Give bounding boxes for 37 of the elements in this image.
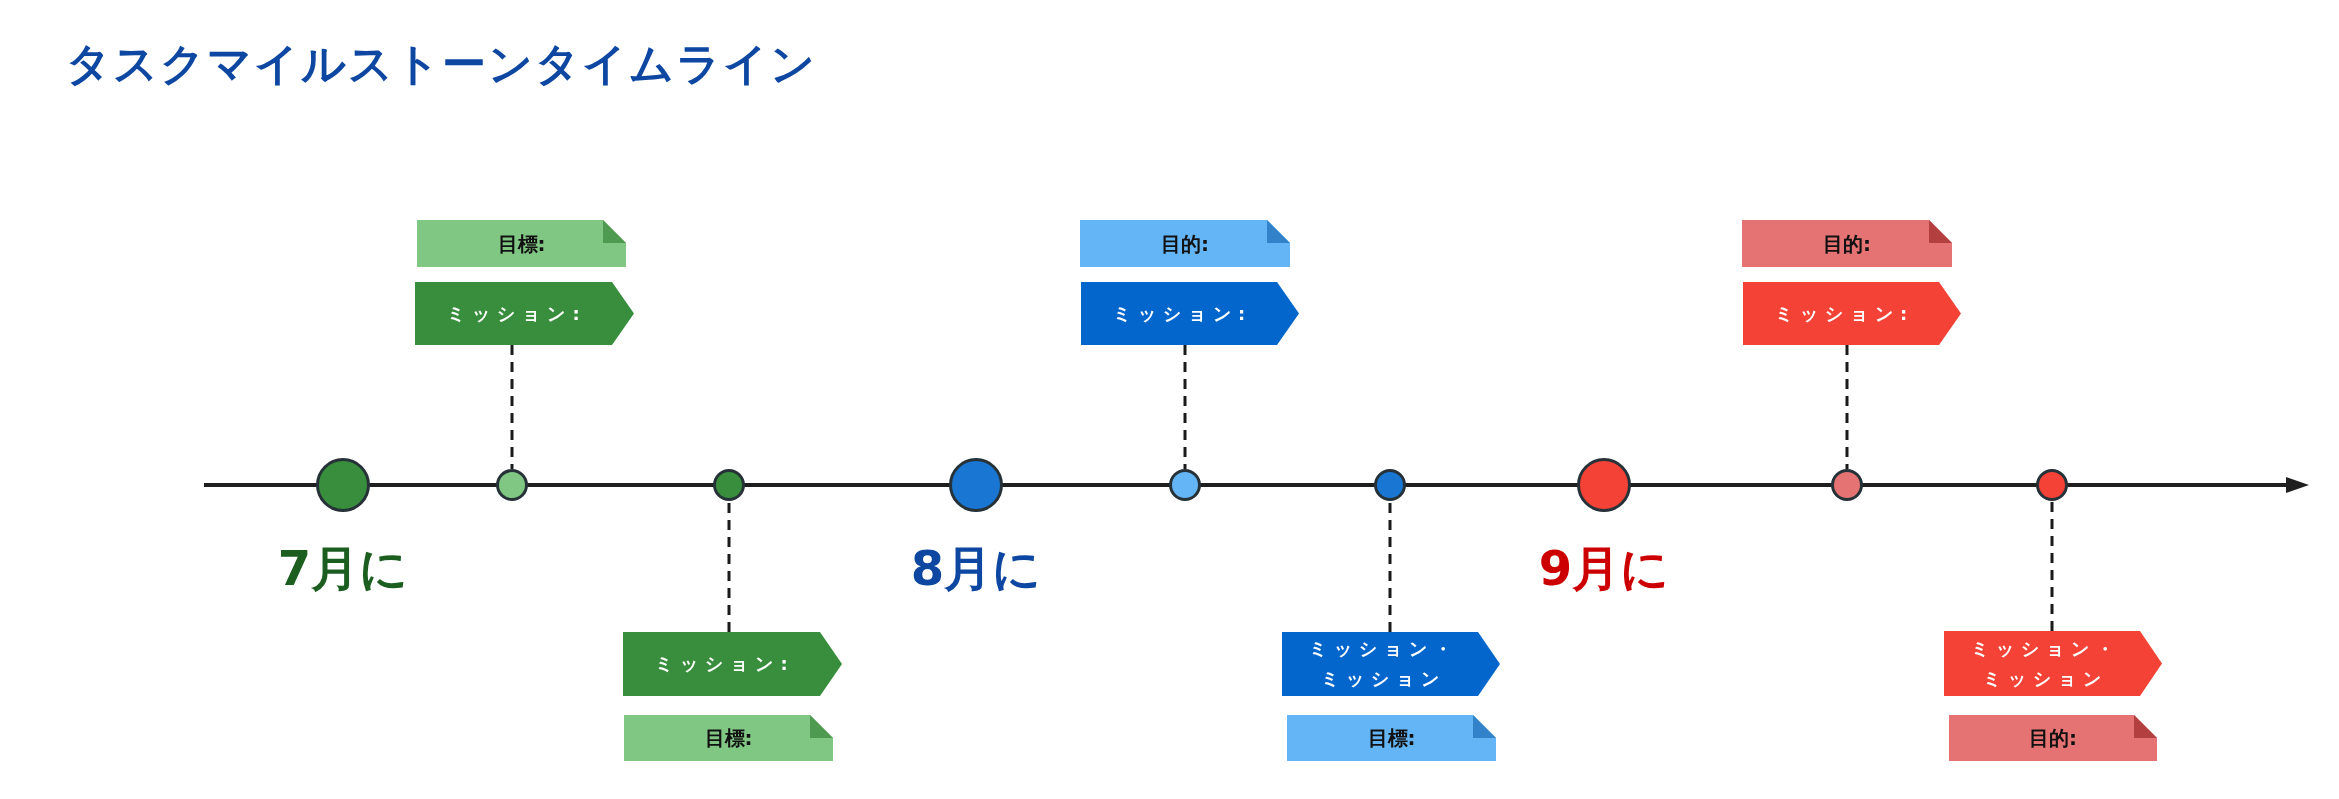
note-label: 目的: [1823, 233, 1871, 254]
folded-note [1287, 715, 1496, 761]
month-label: 7月に [277, 544, 409, 592]
mission-label: ミッション: [1774, 301, 1915, 326]
dashed-connector [2050, 501, 2054, 631]
note-label: 目的: [2029, 728, 2077, 748]
month-label: 9月に [1538, 544, 1670, 592]
month-marker [1577, 458, 1631, 512]
mission-tag [1081, 282, 1299, 345]
folded-note [417, 220, 626, 267]
folded-note [1949, 715, 2157, 761]
dashed-connector [1388, 501, 1392, 632]
note-label: 目標: [497, 233, 546, 254]
dashed-connector [510, 345, 514, 469]
folded-note [1742, 220, 1952, 267]
mission-tag [1282, 632, 1500, 696]
folded-note [1080, 220, 1290, 267]
mission-label: ミッション: [1112, 301, 1253, 326]
dashed-connector [727, 501, 731, 632]
mission-tag [1743, 282, 1961, 345]
note-label: 目標: [704, 728, 753, 748]
mission-tag [623, 632, 842, 696]
title: タスクマイルストーンタイムライン [66, 42, 817, 86]
mission-tag [1944, 631, 2162, 696]
note-label: 目的: [1161, 233, 1209, 254]
mission-tag [415, 282, 634, 345]
month-marker [316, 458, 370, 512]
folded-note [624, 715, 833, 761]
note-label: 目標: [1367, 728, 1416, 748]
mission-label: ミッション・ミッション [1307, 637, 1460, 691]
month-label: 8月に [910, 544, 1042, 592]
mission-label: ミッション: [655, 652, 795, 676]
month-marker [949, 458, 1003, 512]
dashed-connector [1845, 345, 1849, 469]
dashed-connector [1183, 345, 1187, 469]
mission-label: ミッション: [447, 301, 587, 326]
mission-label: ミッション・ミッション [1969, 636, 2122, 691]
